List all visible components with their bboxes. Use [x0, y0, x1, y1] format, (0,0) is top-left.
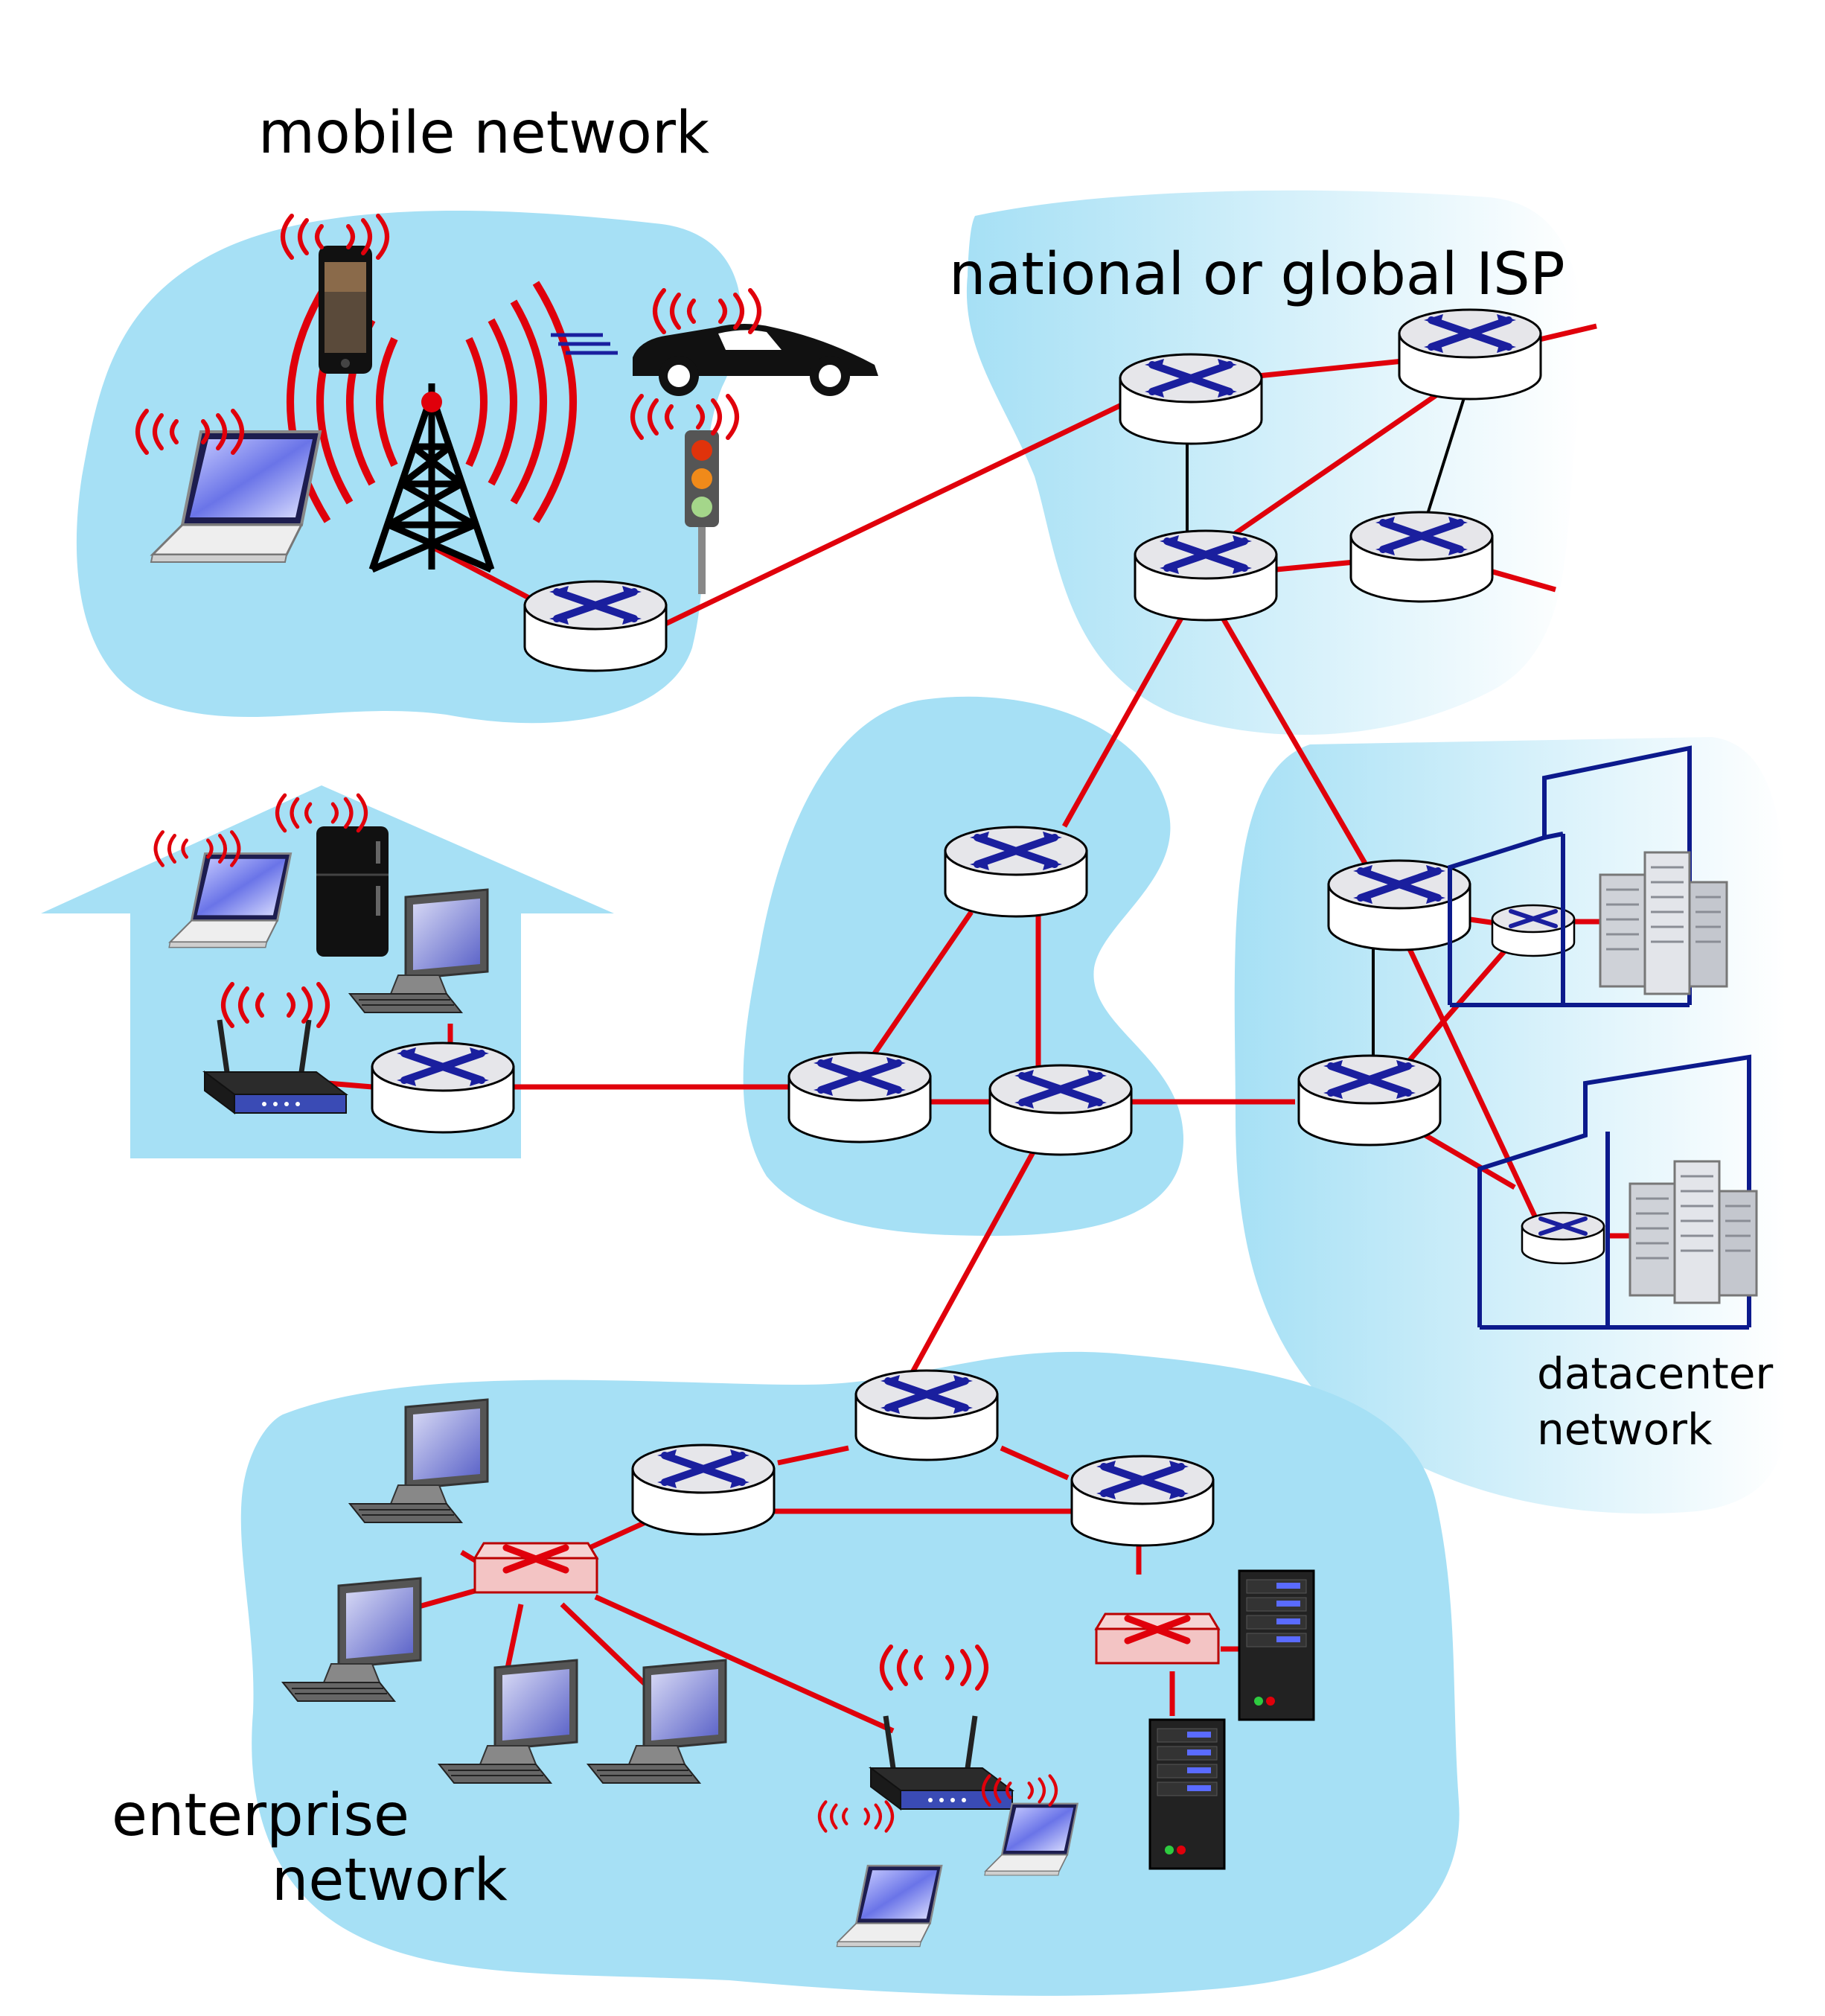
router-icon	[990, 1065, 1131, 1155]
datacenter-building-icon	[1448, 745, 1692, 1007]
router-icon	[1072, 1456, 1213, 1546]
router-icon	[372, 1043, 514, 1132]
datacenter-label-line2: network	[1537, 1404, 1713, 1455]
server-icon	[1148, 1718, 1226, 1870]
router-icon	[1120, 354, 1262, 444]
link-isp-east2	[1484, 567, 1556, 593]
router-icon	[1351, 512, 1492, 602]
link-isp-east	[1532, 323, 1597, 344]
router-icon	[525, 581, 666, 671]
router-icon	[633, 1445, 774, 1534]
link-ent-2	[1000, 1445, 1070, 1481]
isp-label: national or global ISP	[949, 241, 1565, 308]
smartphone-icon	[319, 246, 372, 374]
link-sw-ap	[594, 1594, 895, 1734]
link-isp-central	[1061, 613, 1186, 828]
link-ent-1	[777, 1445, 849, 1466]
link-isp-diag	[1219, 377, 1460, 546]
link-isp-datacenter	[1218, 613, 1372, 873]
traffic-light-icon	[685, 430, 719, 594]
enterprise-label-line1: enterprise	[112, 1782, 409, 1849]
mobile-network-label: mobile network	[258, 100, 709, 167]
router-icon	[1135, 531, 1276, 620]
router-icon	[856, 1371, 997, 1460]
link-central-1	[872, 910, 974, 1055]
switch-icon	[475, 1543, 597, 1592]
router-icon	[1299, 1056, 1440, 1145]
link-isp-2	[1276, 559, 1355, 572]
link-sw-3	[503, 1604, 524, 1676]
link-isp-1	[1257, 358, 1404, 379]
datacenter-building-icon	[1477, 1054, 1751, 1330]
enterprise-label-line2: network	[272, 1847, 508, 1914]
datacenter-label-line1: datacenter	[1537, 1348, 1773, 1399]
switch-icon	[1096, 1614, 1218, 1663]
router-icon	[945, 827, 1087, 916]
central-network-region	[743, 696, 1183, 1236]
link-sw-4	[560, 1602, 657, 1696]
router-icon	[789, 1053, 930, 1142]
car-icon	[551, 324, 878, 396]
link-dc-4	[1424, 1132, 1516, 1190]
server-icon	[1238, 1569, 1315, 1721]
router-icon	[1522, 1213, 1604, 1263]
link-dc-2	[1396, 925, 1540, 1222]
link-central-enterprise	[909, 1141, 1041, 1375]
link-mobile-isp	[661, 399, 1129, 628]
cell-tower-icon	[287, 281, 577, 573]
refrigerator-icon	[316, 826, 389, 957]
link-home-ap	[327, 1080, 373, 1090]
link-layer	[327, 323, 1637, 1734]
router-icon	[1399, 310, 1541, 399]
